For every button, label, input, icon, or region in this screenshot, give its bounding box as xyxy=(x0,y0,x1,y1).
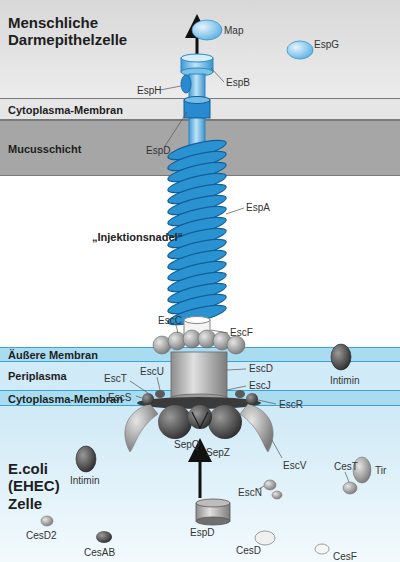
protein-label: EspH xyxy=(137,86,161,96)
protein-label: CesT xyxy=(334,462,358,472)
band-label: Cytoplasma-Membran xyxy=(8,393,123,406)
protein-label: Intimin xyxy=(70,476,99,486)
band-label: Menschliche Darmepithelzelle xyxy=(8,14,158,49)
protein-label: Intimin xyxy=(330,376,359,386)
band-label: Cytoplasma-Membran xyxy=(8,104,123,117)
protein-label: EspA xyxy=(246,203,270,213)
protein-label: EscD xyxy=(249,364,273,374)
band-label: Mucusschicht xyxy=(8,143,81,156)
band-label: E.coli (EHEC) Zelle xyxy=(8,460,70,512)
protein-label: SepQ xyxy=(174,440,200,450)
protein-label: Tir xyxy=(375,466,386,476)
protein-label: EscV xyxy=(283,461,306,471)
protein-label: EscN xyxy=(238,488,262,498)
protein-label: EscU xyxy=(140,367,164,377)
protein-label: SepZ xyxy=(206,448,230,458)
protein-label: CesAB xyxy=(84,548,115,558)
band-label: Periplasma xyxy=(8,370,67,383)
protein-label: EspD xyxy=(146,146,170,156)
structure-label: „Injektionsnadel“ xyxy=(92,232,183,243)
protein-label: EscR xyxy=(279,400,303,410)
band-label: Äußere Membran xyxy=(8,349,98,362)
protein-label: CesD xyxy=(236,546,261,556)
protein-label: EspD xyxy=(190,528,214,538)
protein-label: Map xyxy=(224,26,243,36)
protein-label: EscC xyxy=(158,316,182,326)
protein-label: EscT xyxy=(104,374,127,384)
protein-label: EscF xyxy=(230,328,253,338)
protein-label: CesD2 xyxy=(26,531,57,541)
protein-label: EspG xyxy=(314,40,339,50)
protein-label: EspB xyxy=(226,78,250,88)
protein-label: EscS xyxy=(108,393,131,403)
protein-label: EscJ xyxy=(249,381,271,391)
protein-label: CesF xyxy=(333,552,357,562)
